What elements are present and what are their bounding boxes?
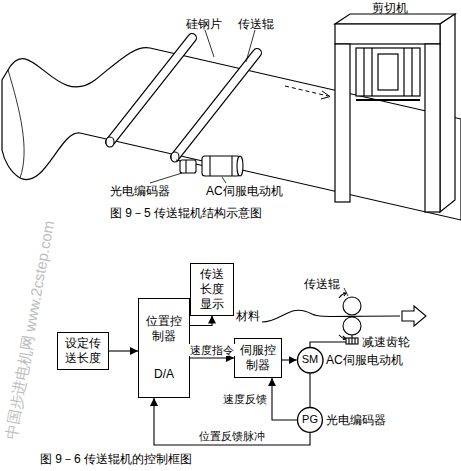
roller-inset bbox=[339, 293, 345, 298]
display-box: 传送长度显示 bbox=[190, 263, 234, 316]
roller-inset bbox=[402, 306, 426, 326]
node-text: 设定传送长度 bbox=[62, 336, 104, 366]
part-label: 减速齿轮 bbox=[362, 335, 410, 349]
motor-circle: SM bbox=[297, 347, 324, 374]
motor-and-encoder bbox=[176, 156, 243, 176]
part-label: 传送辊 bbox=[238, 17, 274, 31]
part-label: 光电编码器 bbox=[326, 413, 386, 427]
motor-and-encoder bbox=[209, 156, 210, 176]
silicon-steel-sheet bbox=[8, 70, 24, 178]
motor-and-encoder bbox=[180, 160, 196, 173]
shearing-machine bbox=[335, 14, 455, 212]
roller-inset bbox=[348, 338, 349, 344]
signal-label: 速度反馈 bbox=[222, 393, 268, 406]
part-label: 传送辊 bbox=[304, 277, 340, 291]
transfer-arrow bbox=[285, 86, 328, 96]
roller-inset bbox=[343, 293, 346, 296]
shearing-machine bbox=[440, 14, 455, 212]
figure-caption: 图 9－6 传送辊机的控制框图 bbox=[40, 452, 192, 466]
transfer-roller bbox=[106, 137, 114, 147]
shearing-machine bbox=[371, 48, 372, 96]
signal-connector bbox=[109, 350, 138, 351]
node-text: SM bbox=[302, 353, 319, 367]
signal-connector bbox=[190, 316, 212, 326]
signal-connector bbox=[309, 373, 310, 407]
shearing-machine bbox=[335, 44, 350, 202]
silicon-steel-sheet bbox=[2, 48, 461, 220]
silicon-steel-sheet bbox=[2, 48, 461, 220]
part-label: 剪切机 bbox=[372, 1, 408, 15]
node-text: 传送长度显示 bbox=[195, 267, 229, 312]
node-text: D/A bbox=[154, 367, 174, 382]
signal-label: 位置反馈脉冲 bbox=[198, 430, 266, 443]
transfer-roller bbox=[106, 38, 257, 162]
shearing-machine bbox=[363, 48, 364, 96]
transfer-roller bbox=[110, 38, 192, 142]
roller-inset bbox=[344, 288, 348, 296]
controller-box: 位置控制器 D/A bbox=[138, 298, 190, 398]
roller-inset bbox=[339, 335, 345, 339]
part-label: AC伺服电动机 bbox=[206, 184, 283, 198]
part-label: AC伺服电动机 bbox=[326, 353, 403, 367]
controller-box: 伺服控制器 bbox=[234, 338, 282, 378]
shearing-machine bbox=[356, 99, 420, 101]
node-text: PG bbox=[302, 413, 318, 427]
node-text: 伺服控制器 bbox=[239, 343, 277, 373]
roller-inset bbox=[343, 317, 361, 335]
process-box: 设定传送长度 bbox=[57, 332, 109, 370]
roller-inset bbox=[351, 338, 352, 344]
leader-line bbox=[246, 30, 255, 62]
shearing-machine bbox=[425, 44, 440, 212]
transfer-arrow bbox=[285, 86, 330, 99]
signal-connector bbox=[190, 357, 234, 358]
motor-and-encoder bbox=[185, 160, 186, 173]
roller-inset bbox=[343, 297, 361, 315]
circle-outline bbox=[298, 408, 323, 433]
figure-caption: 图 9－5 传送辊机结构示意图 bbox=[110, 206, 262, 220]
leader-line bbox=[150, 173, 182, 183]
shearing-machine bbox=[403, 48, 404, 96]
motor-and-encoder bbox=[237, 156, 243, 176]
watermark: 中国步进电机网 www.2cstep.com bbox=[2, 219, 58, 440]
signal-connector bbox=[272, 378, 297, 420]
motor-and-encoder bbox=[231, 156, 232, 176]
roller-inset bbox=[262, 310, 400, 322]
leader-line bbox=[205, 30, 214, 57]
transfer-roller bbox=[175, 53, 257, 157]
shearing-machine bbox=[335, 14, 455, 24]
shearing-machine bbox=[378, 54, 398, 90]
part-label: 光电编码器 bbox=[110, 184, 170, 198]
signal-connector bbox=[282, 359, 297, 360]
roller-inset bbox=[346, 338, 358, 344]
node-text: 位置控制器 bbox=[143, 314, 185, 344]
shearing-machine bbox=[411, 48, 412, 96]
encoder-circle: PG bbox=[297, 407, 323, 433]
part-label: 材料 bbox=[236, 309, 260, 323]
roller-inset bbox=[354, 338, 355, 344]
transfer-roller bbox=[110, 38, 192, 142]
signal-label: 速度指令 bbox=[189, 344, 235, 356]
transfer-roller bbox=[175, 53, 257, 157]
motor-and-encoder bbox=[202, 156, 240, 176]
part-label: 硅钢片 bbox=[186, 17, 222, 31]
leader-line bbox=[222, 177, 226, 183]
transfer-arrow bbox=[321, 91, 330, 99]
shearing-machine bbox=[335, 24, 440, 44]
shearing-machine bbox=[356, 48, 420, 96]
circle-outline bbox=[297, 347, 322, 372]
